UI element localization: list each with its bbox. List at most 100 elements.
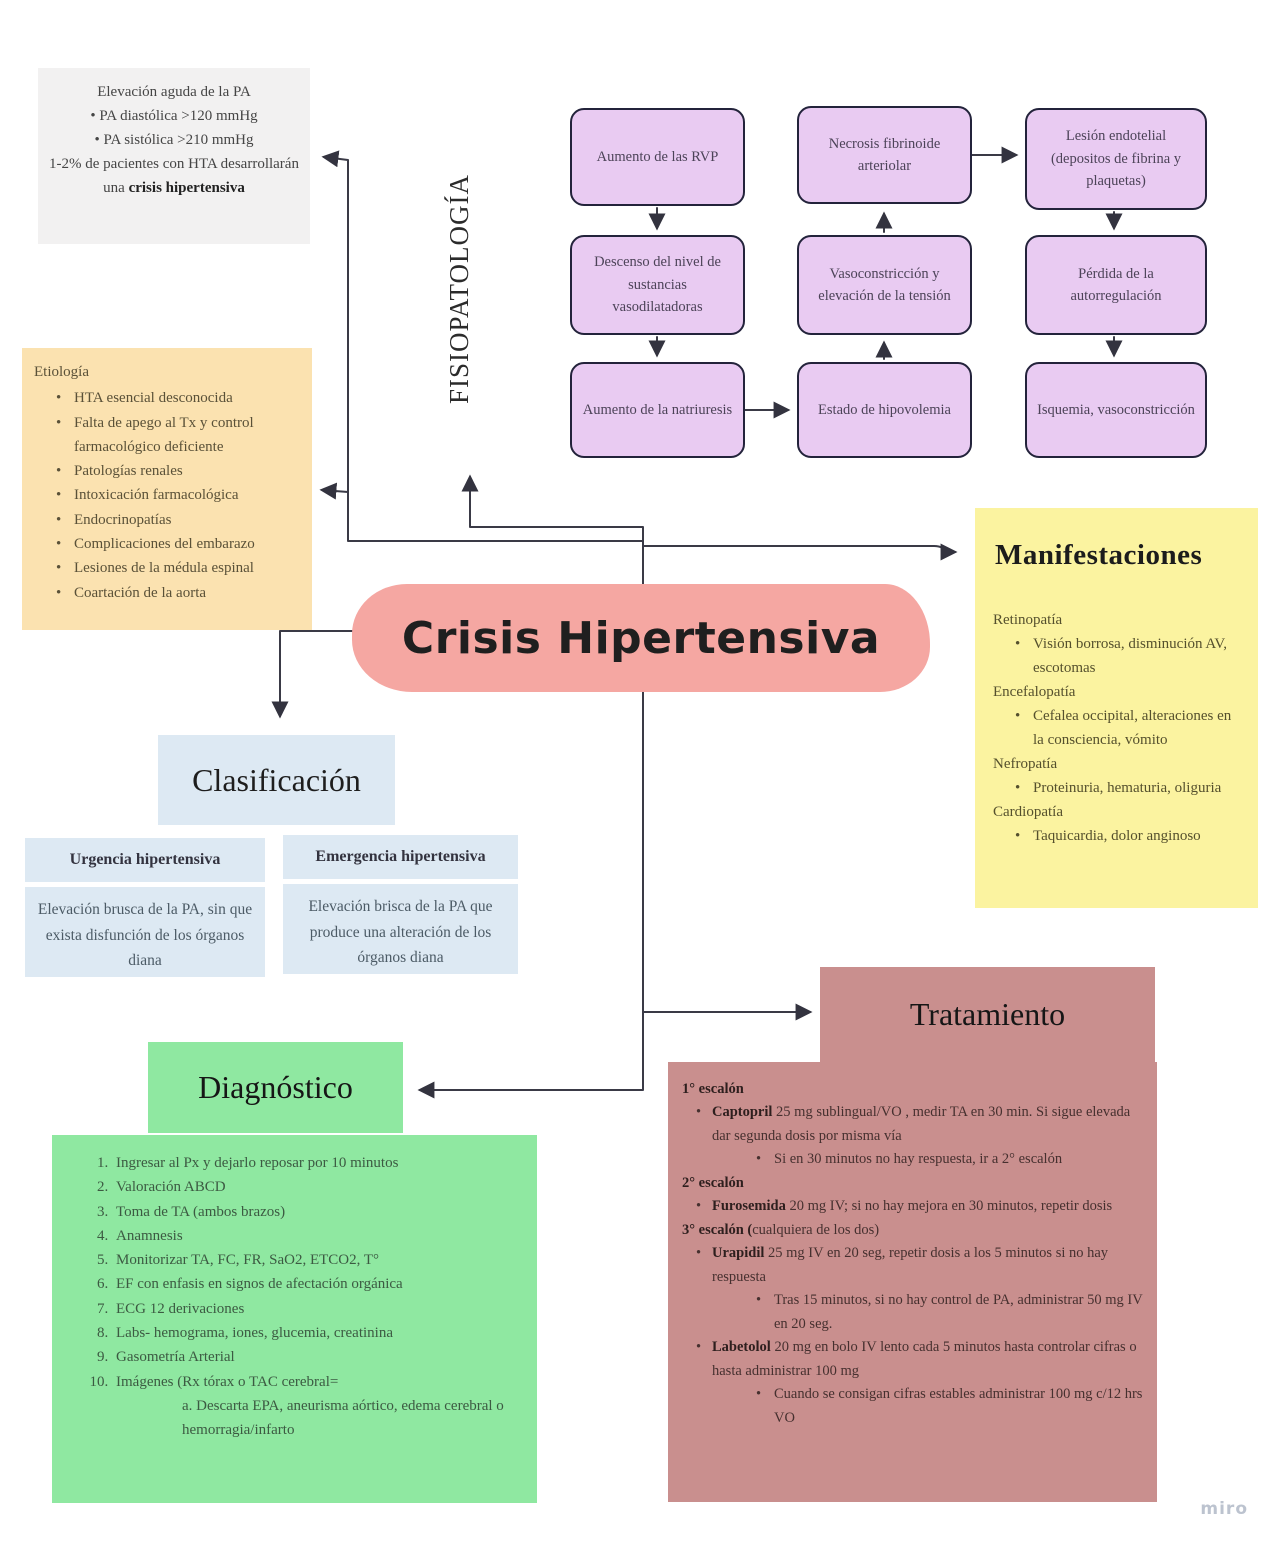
emergencia-body: Elevación brisca de la PA que produce un… bbox=[308, 898, 493, 967]
urgencia-body: Elevación brusca de la PA, sin que exist… bbox=[37, 901, 253, 970]
etiologia-item: Lesiones de la médula espinal bbox=[34, 556, 302, 581]
urgencia-body-box[interactable]: Elevación brusca de la PA, sin que exist… bbox=[25, 887, 265, 977]
etiologia-item: Falta de apego al Tx y control farmacoló… bbox=[34, 411, 302, 460]
overview-bullet: PA diastólica >120 mmHg bbox=[48, 104, 300, 128]
tratamiento-item-urapidil: Urapidil 25 mg IV en 20 seg, repetir dos… bbox=[682, 1242, 1145, 1336]
tratamiento-step1-label: 1° escalón bbox=[682, 1081, 744, 1097]
drug-name: Furosemida bbox=[712, 1198, 786, 1215]
diagnostico-substep-marker: a. bbox=[182, 1397, 193, 1414]
manifestaciones-group: Cardiopatía Taquicardia, dolor anginoso bbox=[993, 800, 1242, 848]
urgencia-header: Urgencia hipertensiva bbox=[69, 851, 221, 868]
flow-node-label: Pérdida de la autorregulación bbox=[1070, 265, 1162, 304]
flow-node-descenso-vasodilatadoras[interactable]: Descenso del nivel de sustancias vasodil… bbox=[570, 235, 745, 335]
flow-node-label: Necrosis fibrinoide arteriolar bbox=[828, 135, 941, 174]
tratamiento-sublist: Cuando se consigan cifras estables admin… bbox=[712, 1383, 1145, 1430]
manifestaciones-group-name: Retinopatía bbox=[993, 612, 1063, 629]
diagnostico-step: Anamnesis bbox=[112, 1224, 525, 1248]
overview-intro: Elevación aguda de la PA bbox=[97, 84, 251, 100]
overview-outro-normal: 1-2% de pacientes con HTA desarrollarán … bbox=[49, 156, 299, 196]
diagnostico-step: Toma de TA (ambos brazos) bbox=[112, 1200, 525, 1224]
tratamiento-panel[interactable]: 1° escalón Captopril 25 mg sublingual/VO… bbox=[668, 1062, 1157, 1502]
manifestaciones-group-list: Proteinuria, hematuria, oliguria bbox=[993, 776, 1242, 800]
tratamiento-item-labetolol: Labetolol 20 mg en bolo IV lento cada 5 … bbox=[682, 1336, 1145, 1430]
emergencia-header: Emergencia hipertensiva bbox=[315, 848, 486, 865]
flow-node-vasoconstriccion[interactable]: Vasoconstricción y elevación de la tensi… bbox=[797, 235, 972, 335]
central-topic-title: Crisis Hipertensiva bbox=[401, 612, 881, 664]
manifestaciones-group-list: Cefalea occipital, alteraciones en la co… bbox=[993, 704, 1242, 752]
clasificacion-title-box[interactable]: Clasificación bbox=[158, 735, 395, 825]
manifestaciones-item: Visión borrosa, disminución AV, escotoma… bbox=[993, 632, 1242, 680]
connector-center-to-manifestaciones bbox=[642, 543, 958, 561]
tratamiento-title-box[interactable]: Tratamiento bbox=[820, 967, 1155, 1062]
flow-node-lesion-endotelial[interactable]: Lesión endotelial (depositos de fibrina … bbox=[1025, 108, 1207, 210]
drug-name: Urapidil bbox=[712, 1245, 765, 1262]
tratamiento-item-furosemida: Furosemida 20 mg IV; si no hay mejora en… bbox=[682, 1195, 1145, 1219]
flow-node-perdida-autorregulacion[interactable]: Pérdida de la autorregulación bbox=[1025, 235, 1207, 335]
central-topic[interactable]: Crisis Hipertensiva bbox=[352, 584, 930, 692]
flow-node-label: Isquemia, vasoconstricción bbox=[1037, 401, 1195, 418]
flow-node-necrosis-fibrinoide[interactable]: Necrosis fibrinoide arteriolar bbox=[797, 106, 972, 204]
etiologia-item: Intoxicación farmacológica bbox=[34, 483, 302, 508]
etiologia-title: Etiología bbox=[34, 364, 89, 380]
drug-detail: 20 mg IV; si no hay mejora en 30 minutos… bbox=[785, 1198, 1113, 1215]
tratamiento-subitem: Si en 30 minutos no hay respuesta, ir a … bbox=[740, 1148, 1145, 1172]
flow-node-aumento-rvp[interactable]: Aumento de las RVP bbox=[570, 108, 745, 206]
diagnostico-substep-text: Descarta EPA, aneurisma aórtico, edema c… bbox=[182, 1397, 504, 1439]
flow-node-estado-hipovolemia[interactable]: Estado de hipovolemia bbox=[797, 362, 972, 458]
flow-node-label: Vasoconstricción y elevación de la tensi… bbox=[818, 265, 951, 304]
manifestaciones-panel[interactable]: Manifestaciones Retinopatía Visión borro… bbox=[975, 508, 1258, 908]
drug-name: Captopril bbox=[712, 1104, 773, 1121]
flow-node-isquemia[interactable]: Isquemia, vasoconstricción bbox=[1025, 362, 1207, 458]
drug-detail: 25 mg sublingual/VO , medir TA en 30 min… bbox=[712, 1104, 1131, 1144]
etiologia-item: Patologías renales bbox=[34, 459, 302, 484]
flow-node-aumento-natriuresis[interactable]: Aumento de la natriuresis bbox=[570, 362, 745, 458]
manifestaciones-item: Proteinuria, hematuria, oliguria bbox=[993, 776, 1242, 800]
etiologia-item: HTA esencial desconocida bbox=[34, 386, 302, 411]
connector-center-to-etiologia bbox=[319, 482, 349, 500]
diagnostico-step: Ingresar al Px y dejarlo reposar por 10 … bbox=[112, 1151, 525, 1175]
tratamiento-step3-label-bold: 3° escalón ( bbox=[682, 1221, 753, 1238]
clasificacion-title: Clasificación bbox=[192, 761, 361, 798]
tratamiento-item-captopril: Captopril 25 mg sublingual/VO , medir TA… bbox=[682, 1101, 1145, 1172]
overview-outro: 1-2% de pacientes con HTA desarrollarán … bbox=[48, 152, 300, 200]
diagnostico-panel[interactable]: Ingresar al Px y dejarlo reposar por 10 … bbox=[52, 1135, 537, 1503]
manifestaciones-group-name: Cardiopatía bbox=[993, 804, 1063, 821]
manifestaciones-group: Encefalopatía Cefalea occipital, alterac… bbox=[993, 680, 1242, 752]
tratamiento-step2-list: Furosemida 20 mg IV; si no hay mejora en… bbox=[682, 1195, 1145, 1219]
diagnostico-steps: Ingresar al Px y dejarlo reposar por 10 … bbox=[72, 1151, 525, 1394]
tratamiento-subitem: Cuando se consigan cifras estables admin… bbox=[740, 1383, 1145, 1430]
flow-node-label: Aumento de las RVP bbox=[596, 148, 719, 165]
manifestaciones-group-list: Taquicardia, dolor anginoso bbox=[993, 824, 1242, 848]
urgencia-header-box[interactable]: Urgencia hipertensiva bbox=[25, 838, 265, 882]
overview-outro-bold: crisis hipertensiva bbox=[128, 180, 245, 196]
etiologia-note[interactable]: Etiología HTA esencial desconocida Falta… bbox=[22, 348, 312, 630]
etiologia-item: Coartación de la aorta bbox=[34, 581, 302, 606]
tratamiento-step3-list: Urapidil 25 mg IV en 20 seg, repetir dos… bbox=[682, 1242, 1145, 1430]
diagnostico-step: Monitorizar TA, FC, FR, SaO2, ETCO2, T° bbox=[112, 1248, 525, 1272]
diagnostico-step: Gasometría Arterial bbox=[112, 1345, 525, 1369]
manifestaciones-group: Retinopatía Visión borrosa, disminución … bbox=[993, 608, 1242, 680]
connector-center-to-fisiopatologia bbox=[461, 474, 644, 589]
manifestaciones-item: Cefalea occipital, alteraciones en la co… bbox=[993, 704, 1242, 752]
flow-node-label: Aumento de la natriuresis bbox=[582, 401, 733, 418]
tratamiento-title: Tratamiento bbox=[909, 996, 1066, 1032]
overview-note[interactable]: Elevación aguda de la PA PA diastólica >… bbox=[38, 68, 310, 244]
overview-bullet-list: PA diastólica >120 mmHg PA sistólica >21… bbox=[48, 104, 300, 152]
connector-center-to-overview bbox=[321, 150, 644, 542]
diagnostico-step: Valoración ABCD bbox=[112, 1175, 525, 1199]
emergencia-body-box[interactable]: Elevación brisca de la PA que produce un… bbox=[283, 884, 518, 974]
connector-center-to-diagnostico bbox=[417, 689, 644, 1099]
manifestaciones-item: Taquicardia, dolor anginoso bbox=[993, 824, 1242, 848]
tratamiento-sublist: Tras 15 minutos, si no hay control de PA… bbox=[712, 1289, 1145, 1336]
drug-name: Labetolol bbox=[712, 1339, 771, 1356]
drug-detail: 25 mg IV en 20 seg, repetir dosis a los … bbox=[712, 1245, 1109, 1285]
drug-detail: 20 mg en bolo IV lento cada 5 minutos ha… bbox=[712, 1339, 1137, 1379]
etiologia-item: Complicaciones del embarazo bbox=[34, 532, 302, 557]
emergencia-header-box[interactable]: Emergencia hipertensiva bbox=[283, 835, 518, 879]
manifestaciones-title: Manifestaciones bbox=[995, 539, 1203, 571]
diagnostico-title-box[interactable]: Diagnóstico bbox=[148, 1042, 403, 1133]
diagnostico-step: Imágenes (Rx tórax o TAC cerebral= bbox=[112, 1370, 525, 1394]
flow-node-label: Lesión endotelial (depositos de fibrina … bbox=[1050, 128, 1182, 190]
